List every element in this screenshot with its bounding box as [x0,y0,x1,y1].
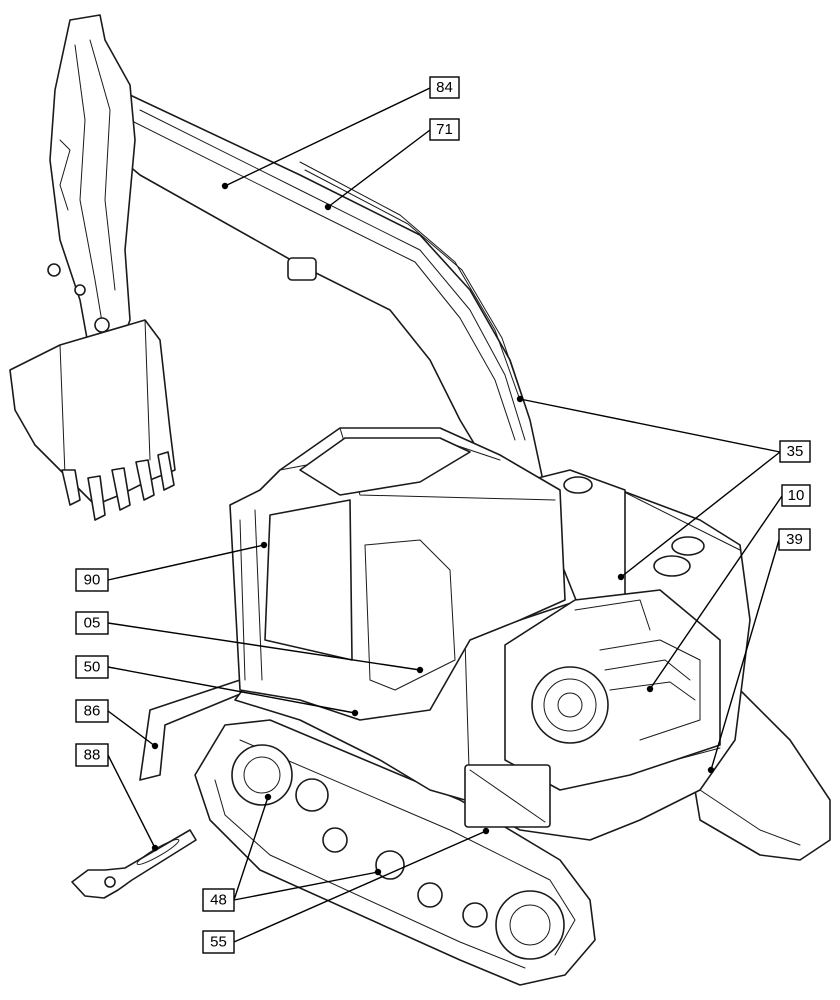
callout-label-90: 90 [84,572,101,589]
callout-71: 71 [429,118,460,141]
callout-48: 48 [202,888,235,912]
endpoint-05 [416,666,424,674]
endpoint-39 [707,766,715,774]
callout-35: 35 [779,440,811,463]
endpoint-90 [260,541,268,549]
callout-label-35: 35 [787,443,804,460]
endpoint-84 [221,182,229,190]
callout-label-88: 88 [84,747,101,764]
callout-label-10: 10 [788,487,805,504]
callout-86: 86 [75,699,109,723]
dipper-arm [47,14,136,369]
callout-label-71: 71 [436,121,453,138]
callout-55: 55 [202,930,235,954]
wrench [71,829,197,899]
callout-39: 39 [778,528,811,551]
callout-label-84: 84 [436,79,453,96]
callout-05: 05 [75,611,109,635]
excavator-illustration [9,14,831,986]
leader-lines [107,87,783,943]
callout-label-48: 48 [210,892,227,909]
callout-50: 50 [75,655,109,679]
callout-label-55: 55 [210,934,227,951]
callout-label-05: 05 [84,615,101,632]
operator-cab [229,427,566,721]
endpoint-48a [264,793,272,801]
endpoint-35a [516,395,524,403]
endpoint-55 [482,827,490,835]
endpoint-88 [151,844,159,852]
endpoint-10 [646,685,654,693]
endpoint-35b [617,573,625,581]
left-track [194,719,596,986]
callout-90: 90 [75,568,109,592]
endpoint-50 [351,709,359,717]
bucket [9,319,176,521]
endpoint-48b [374,868,382,876]
leader-endpoints [151,182,715,876]
callout-88: 88 [75,743,109,767]
endpoint-71 [324,203,332,211]
callout-label-39: 39 [786,531,803,548]
engine-compartment [464,589,721,828]
callout-84: 84 [429,76,460,99]
callout-labels: 84 71 35 10 39 90 05 50 [75,76,811,954]
callout-label-86: 86 [84,703,101,720]
callout-10: 10 [781,484,811,507]
callout-label-50: 50 [84,659,101,676]
endpoint-86 [151,742,159,750]
